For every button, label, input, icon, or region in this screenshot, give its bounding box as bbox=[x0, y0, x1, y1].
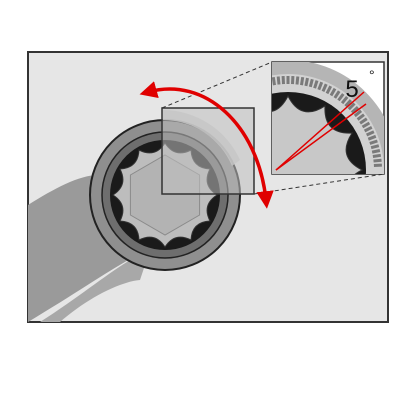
angle-ray-1 bbox=[275, 91, 365, 171]
inset-ratchet-teeth bbox=[272, 76, 382, 167]
magnified-inset: 5 ° bbox=[271, 61, 385, 175]
degree-symbol: ° bbox=[369, 67, 375, 83]
rotation-arrow-icon bbox=[139, 81, 274, 209]
callout-line-bottom bbox=[253, 173, 385, 195]
angle-ray-2 bbox=[275, 103, 367, 171]
angle-label: 5 bbox=[345, 76, 358, 103]
zoom-source-box bbox=[161, 107, 255, 195]
wrench-handle-lower bbox=[40, 250, 150, 322]
